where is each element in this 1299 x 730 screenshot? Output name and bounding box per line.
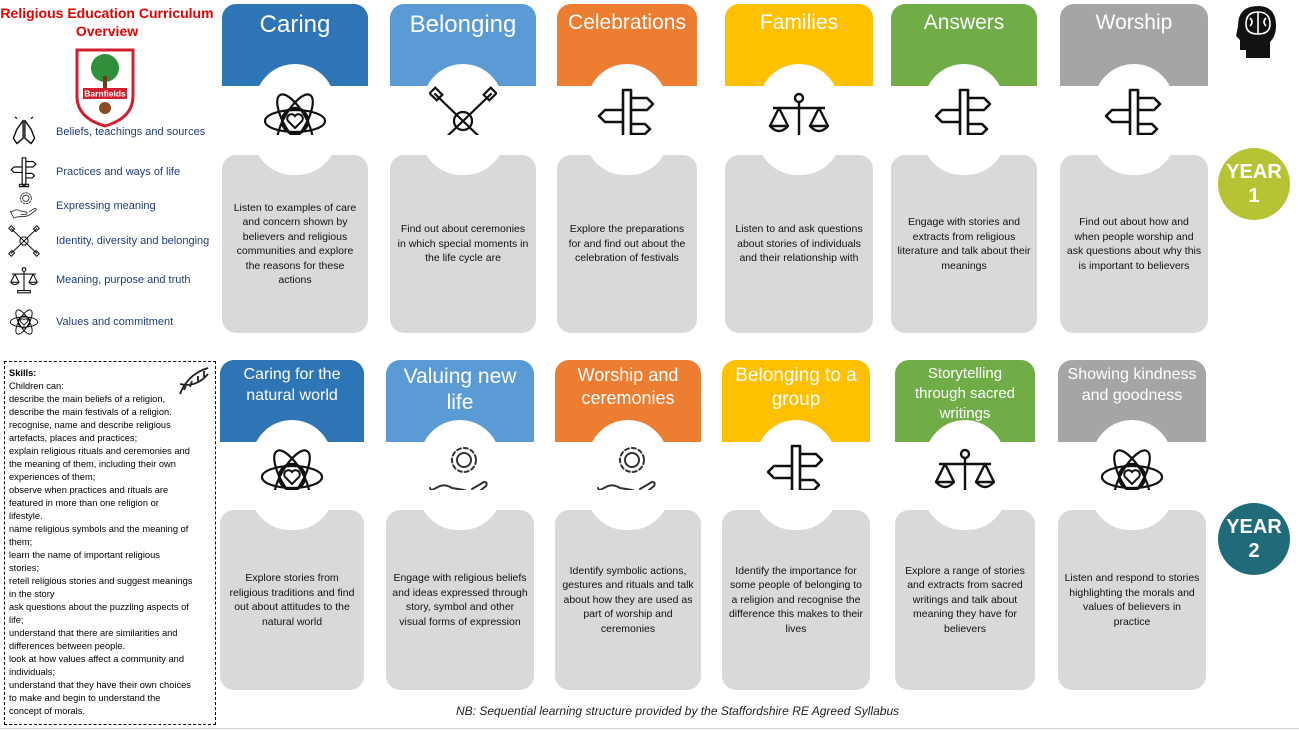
skills-title: Skills: [9, 368, 37, 378]
skills-box: Skills: Children can: describe the main b… [4, 361, 216, 725]
bottom-divider [0, 728, 1299, 729]
year-2-number: 2 [1248, 540, 1260, 562]
legend-item: Meaning, purpose and truth [6, 263, 191, 297]
skill-line: to make and begin to understand the [9, 693, 161, 703]
title-line-2: Overview [75, 23, 139, 39]
card-description: Engage with stories and extracts from re… [897, 216, 1031, 272]
card-description: Identify the importance for some people … [728, 564, 864, 635]
card-body: Explore stories from religious tradition… [220, 490, 364, 690]
skill-line: explain religious rituals and ceremonies… [9, 446, 190, 456]
year-1-label: YEAR [1226, 161, 1282, 183]
year2-card-3: Worship and ceremonies Identify symbolic… [555, 360, 701, 690]
year-1-number: 1 [1248, 185, 1260, 207]
year2-card-1: Caring for the natural world Explore sto… [220, 360, 364, 690]
skill-line: ask questions about the puzzling aspects… [9, 602, 189, 612]
skill-line: them; [9, 537, 33, 547]
skill-line: describe the main beliefs of a religion, [9, 394, 166, 404]
legend-label: Expressing meaning [56, 200, 156, 212]
card-body: Identify symbolic actions, gestures and … [555, 490, 701, 690]
card-description: Explore a range of stories and extracts … [905, 564, 1025, 635]
legend-label: Values and commitment [56, 316, 174, 328]
year1-card-4: Families Listen to and ask questions abo… [725, 4, 873, 333]
year-2-badge: YEAR 2 [1218, 503, 1290, 575]
skill-line: concept of morals. [9, 706, 85, 716]
year1-card-6: Worship Find out about how and when peop… [1060, 4, 1208, 333]
page-title: Religious Education Curriculum Overview [0, 4, 214, 40]
card-description: Find out about how and when people worsh… [1066, 216, 1202, 272]
card-body: Find out about how and when people worsh… [1060, 135, 1208, 333]
card-description: Explore stories from religious tradition… [229, 572, 355, 628]
card-body: Explore a range of stories and extracts … [895, 490, 1035, 690]
legend-item: Identity, diversity and belonging [6, 224, 209, 258]
card-title: Caring for the natural world [220, 360, 364, 442]
skill-line: experiences of them; [9, 472, 96, 482]
year1-card-2: Belonging Find out about ceremonies in w… [390, 4, 536, 333]
card-body: Explore the preparations for and find ou… [557, 135, 697, 333]
signpost-icon [6, 155, 42, 189]
year1-card-5: Answers Engage with stories and extracts… [891, 4, 1037, 333]
footnote: NB: Sequential learning structure provid… [456, 704, 900, 718]
card-description: Listen and respond to stories highlighti… [1064, 572, 1200, 628]
year2-card-2: Valuing new life Engage with religious b… [386, 360, 534, 690]
brain-head-icon [1232, 2, 1280, 60]
title-line-1: Religious Education Curriculum [0, 5, 214, 21]
skill-line: learn the name of important religious [9, 550, 160, 560]
skill-line: the meaning of them, including their own [9, 459, 176, 469]
legend-item: Expressing meaning [6, 189, 156, 223]
legend-label: Identity, diversity and belonging [56, 235, 210, 247]
legend-label: Beliefs, teachings and sources [56, 126, 206, 138]
card-description: Find out about ceremonies in which speci… [397, 223, 529, 265]
card-body: Engage with stories and extracts from re… [891, 135, 1037, 333]
skill-line: observe when practices and rituals are [9, 485, 169, 495]
card-description: Explore the preparations for and find ou… [568, 223, 686, 265]
card-body: Listen to examples of care and concern s… [222, 135, 368, 333]
year-2-label: YEAR [1226, 516, 1282, 538]
year1-card-1: Caring Listen to examples of care and co… [222, 4, 368, 333]
card-body: Find out about ceremonies in which speci… [390, 135, 536, 333]
skill-line: describe the main festivals of a religio… [9, 407, 172, 417]
skills-list: Children can: describe the main beliefs o… [9, 380, 215, 718]
hand-gear-icon [6, 189, 42, 223]
praying-hands-icon [6, 115, 42, 149]
joined-hands-icon [6, 224, 42, 258]
skill-line: understand that they have their own choi… [9, 680, 191, 690]
skill-line: differences between people. [9, 641, 126, 651]
skill-line: name religious symbols and the meaning o… [9, 524, 189, 534]
skill-line: stories; [9, 563, 39, 573]
scales-icon [6, 263, 42, 297]
skill-line: life; [9, 615, 24, 625]
card-description: Identify symbolic actions, gestures and … [562, 564, 694, 635]
legend-label: Meaning, purpose and truth [56, 274, 191, 286]
year2-card-5: Storytelling through sacred writings Exp… [895, 360, 1035, 690]
legend-item: Values and commitment [6, 305, 173, 339]
card-body: Listen and respond to stories highlighti… [1058, 490, 1206, 690]
dna-icon [178, 366, 210, 396]
logo-text: Barnfields [84, 89, 126, 99]
skill-line: understand that there are similarities a… [9, 628, 178, 638]
year2-card-6: Showing kindness and goodness Listen and… [1058, 360, 1206, 690]
skill-line: recognise, name and describe religious [9, 420, 171, 430]
skill-line: Children can: [9, 381, 64, 391]
legend-label: Practices and ways of life [56, 166, 181, 178]
school-logo: Barnfields [73, 46, 137, 128]
card-description: Listen to examples of care and concern s… [233, 201, 357, 287]
skill-line: featured in more than one religion or [9, 498, 159, 508]
year-1-badge: YEAR 1 [1218, 148, 1290, 220]
card-description: Listen to and ask questions about storie… [735, 223, 863, 265]
skill-line: individuals; [9, 667, 55, 677]
legend-item: Beliefs, teachings and sources [6, 115, 205, 149]
skill-line: lifestyle. [9, 511, 43, 521]
card-description: Engage with religious beliefs and ideas … [392, 572, 528, 628]
skill-line: in the story [9, 589, 55, 599]
card-body: Listen to and ask questions about storie… [725, 135, 873, 333]
year2-card-4: Belonging to a group Identify the import… [722, 360, 870, 690]
skill-line: look at how values affect a community an… [9, 654, 185, 664]
skill-line: artefacts, places and practices; [9, 433, 138, 443]
heart-atom-icon [6, 305, 42, 339]
skill-line: retell religious stories and suggest mea… [9, 576, 193, 586]
card-body: Identify the importance for some people … [722, 490, 870, 690]
year1-card-3: Celebrations Explore the preparations fo… [557, 4, 697, 333]
legend-item: Practices and ways of life [6, 155, 180, 189]
card-body: Engage with religious beliefs and ideas … [386, 490, 534, 690]
